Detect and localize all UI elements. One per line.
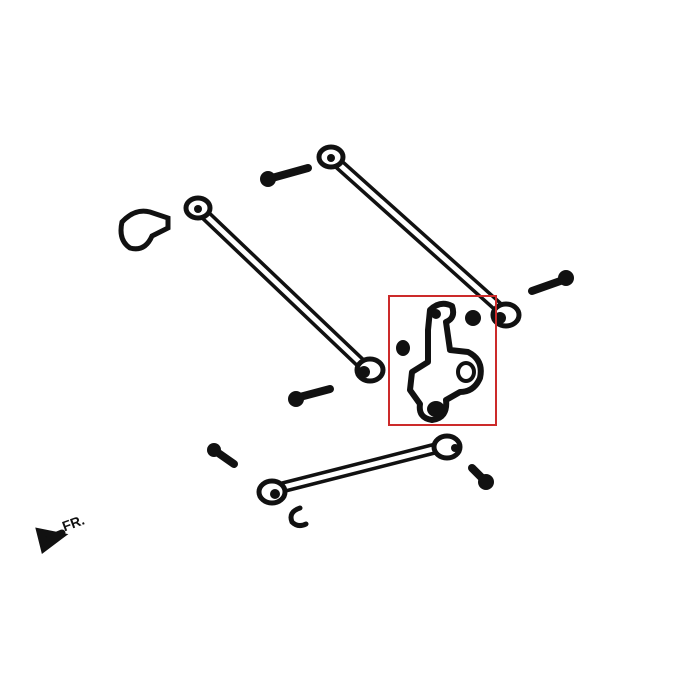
- bolt-3: [288, 385, 334, 407]
- bushing-right: [465, 310, 481, 326]
- clip: [288, 505, 309, 529]
- front-direction-arrow-icon: [35, 527, 69, 554]
- control-arm-upper-right: [316, 144, 522, 329]
- rear-knuckle: [407, 300, 484, 423]
- bolt-1: [260, 164, 312, 187]
- bump-stop: [118, 208, 171, 252]
- bolt-2: [528, 270, 574, 295]
- bolt-4: [207, 443, 238, 468]
- bolt-5: [468, 464, 494, 490]
- highlight-box: [388, 295, 497, 426]
- bushing-left: [396, 340, 410, 356]
- control-arm-upper-left: [183, 195, 386, 384]
- control-arm-lower: [256, 433, 463, 506]
